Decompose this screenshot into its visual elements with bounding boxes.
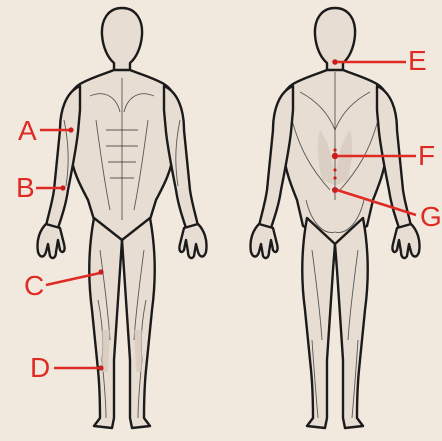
front-left-hand bbox=[37, 224, 64, 258]
front-right-arm bbox=[164, 86, 198, 228]
label-e: E bbox=[408, 47, 427, 75]
label-d: D bbox=[30, 354, 50, 382]
label-g: G bbox=[420, 203, 442, 231]
back-left-arm bbox=[259, 86, 293, 228]
back-left-leg bbox=[302, 218, 335, 428]
front-right-hand bbox=[179, 224, 206, 258]
front-right-leg bbox=[122, 218, 155, 428]
front-head bbox=[102, 8, 142, 72]
label-b: B bbox=[16, 174, 35, 202]
front-left-leg bbox=[89, 218, 122, 428]
label-a: A bbox=[18, 117, 37, 145]
front-left-arm bbox=[46, 86, 80, 228]
back-right-hand bbox=[392, 224, 419, 258]
back-right-leg bbox=[335, 218, 368, 428]
back-body-figure bbox=[250, 8, 419, 428]
label-c: C bbox=[24, 272, 44, 300]
label-f: F bbox=[418, 142, 435, 170]
back-left-hand bbox=[250, 224, 277, 258]
front-body-figure bbox=[37, 8, 206, 428]
